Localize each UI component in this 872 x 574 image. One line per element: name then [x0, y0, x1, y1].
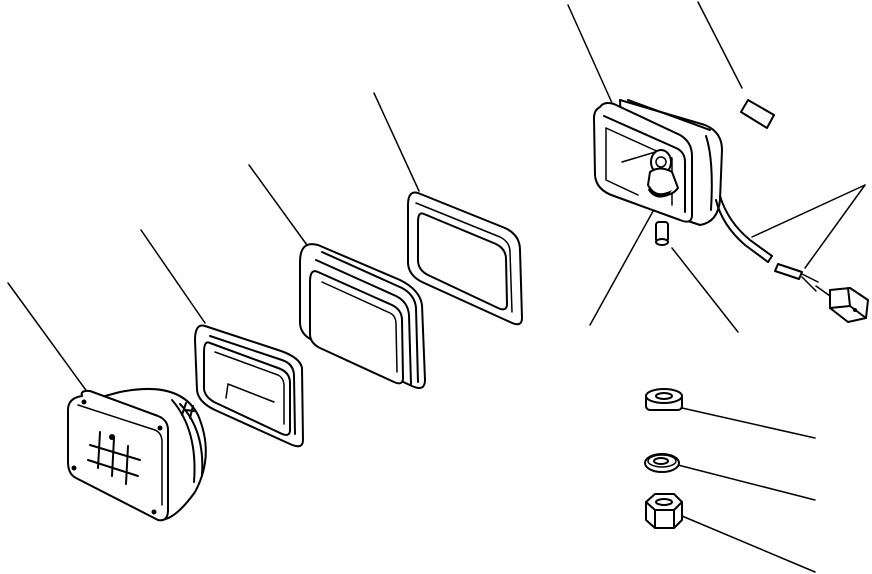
lens-retaining-bezel: [194, 324, 304, 448]
lens-terminals: [181, 402, 195, 419]
leader-line-lens: [7, 282, 89, 394]
leader-line-harness-a: [751, 184, 866, 238]
lens-grid-pattern: [87, 431, 141, 485]
rubber-seal-ring: [299, 243, 426, 389]
lamp-lens-assembly: [67, 388, 207, 522]
leader-line-washer: [677, 464, 816, 501]
wiring-harness-with-connector: [715, 195, 869, 323]
leader-line-gasket: [373, 92, 420, 192]
lock-washer: [644, 453, 680, 473]
leader-line-bulb: [589, 194, 663, 326]
leader-line-decal: [697, 1, 743, 89]
leader-line-spacer: [681, 407, 816, 439]
spacer-collar: [645, 388, 683, 411]
decal-label: [740, 99, 775, 129]
lens-screw-bottom-left: [71, 465, 77, 471]
leader-line-harness-b: [804, 184, 866, 269]
leader-line-seal: [248, 164, 313, 253]
leader-lines: [7, 1, 866, 573]
mounting-stud: [655, 221, 669, 246]
lens-screw-top-left: [81, 399, 87, 405]
leader-line-nut: [681, 515, 816, 573]
gasket: [407, 191, 523, 326]
lens-screw-bottom-right: [151, 509, 157, 515]
leader-line-housing: [567, 4, 613, 104]
leader-line-bezel: [140, 229, 206, 324]
leader-line-stud: [671, 247, 739, 333]
hex-nut: [645, 493, 683, 529]
lens-screw-top-right: [157, 425, 163, 431]
lamp-housing-with-bulb: [593, 99, 723, 246]
lens-face: [67, 389, 169, 522]
